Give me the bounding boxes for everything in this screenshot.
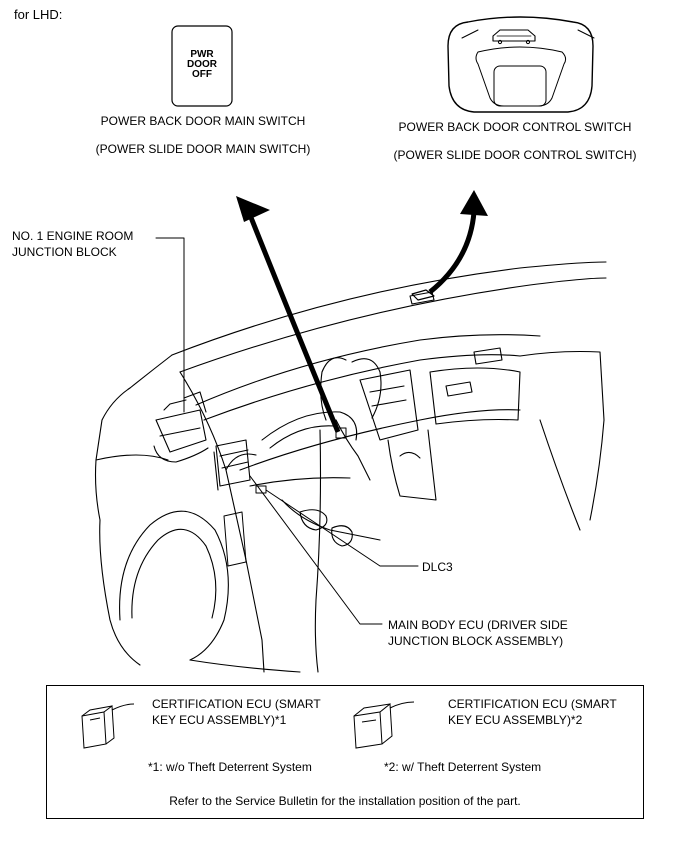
footer-note-box xyxy=(46,685,644,819)
engine-room-jb-label-1: NO. 1 ENGINE ROOM xyxy=(12,229,134,243)
cert-ecu-2-label-2: KEY ECU ASSEMBLY)*2 xyxy=(448,713,583,727)
main-body-ecu-label-2: JUNCTION BLOCK ASSEMBLY) xyxy=(388,634,564,648)
cert-ecu-1-label-1: CERTIFICATION ECU (SMART xyxy=(152,697,321,711)
main-switch-text-line-2: DOOR xyxy=(187,59,217,70)
main-switch-label-2: (POWER SLIDE DOOR MAIN SWITCH) xyxy=(95,142,311,156)
control-switch-label-2: (POWER SLIDE DOOR CONTROL SWITCH) xyxy=(393,148,637,162)
cert-ecu-1-label-2: KEY ECU ASSEMBLY)*1 xyxy=(152,713,287,727)
main-switch-button-text: PWR DOOR OFF xyxy=(172,50,232,80)
main-switch-illustration xyxy=(171,25,233,107)
cert-ecu-2-illustration xyxy=(353,701,415,749)
arrow-to-control-switch xyxy=(428,190,488,294)
main-switch-text-line-3: OFF xyxy=(192,69,212,80)
cert-ecu-2-label-1: CERTIFICATION ECU (SMART xyxy=(448,697,617,711)
service-bulletin-note: Refer to the Service Bulletin for the in… xyxy=(169,794,521,808)
leader-lines xyxy=(155,237,419,625)
main-body-ecu-illustration xyxy=(213,439,251,491)
main-switch-label-1: POWER BACK DOOR MAIN SWITCH xyxy=(100,114,306,128)
variant-label: for LHD: xyxy=(14,7,63,22)
cert-ecu-illustrations xyxy=(81,701,415,749)
theft-note-2: *2: w/ Theft Deterrent System xyxy=(384,760,542,774)
engine-room-jb-illustration xyxy=(153,391,209,463)
arrow-to-main-switch xyxy=(236,196,341,433)
main-body-ecu-label-1: MAIN BODY ECU (DRIVER SIDE xyxy=(388,618,568,632)
engine-room-jb-label-2: JUNCTION BLOCK xyxy=(12,245,117,259)
main-switch-text-line-1: PWR xyxy=(190,49,214,60)
dlc3-connector xyxy=(255,485,267,494)
theft-note-1: *1: w/o Theft Deterrent System xyxy=(148,760,312,774)
dlc3-label: DLC3 xyxy=(422,560,453,574)
vehicle-body-outline xyxy=(94,261,607,673)
control-switch-label-1: POWER BACK DOOR CONTROL SWITCH xyxy=(398,120,632,134)
cert-ecu-1-illustration xyxy=(81,703,135,749)
control-switch-illustration xyxy=(447,16,595,113)
